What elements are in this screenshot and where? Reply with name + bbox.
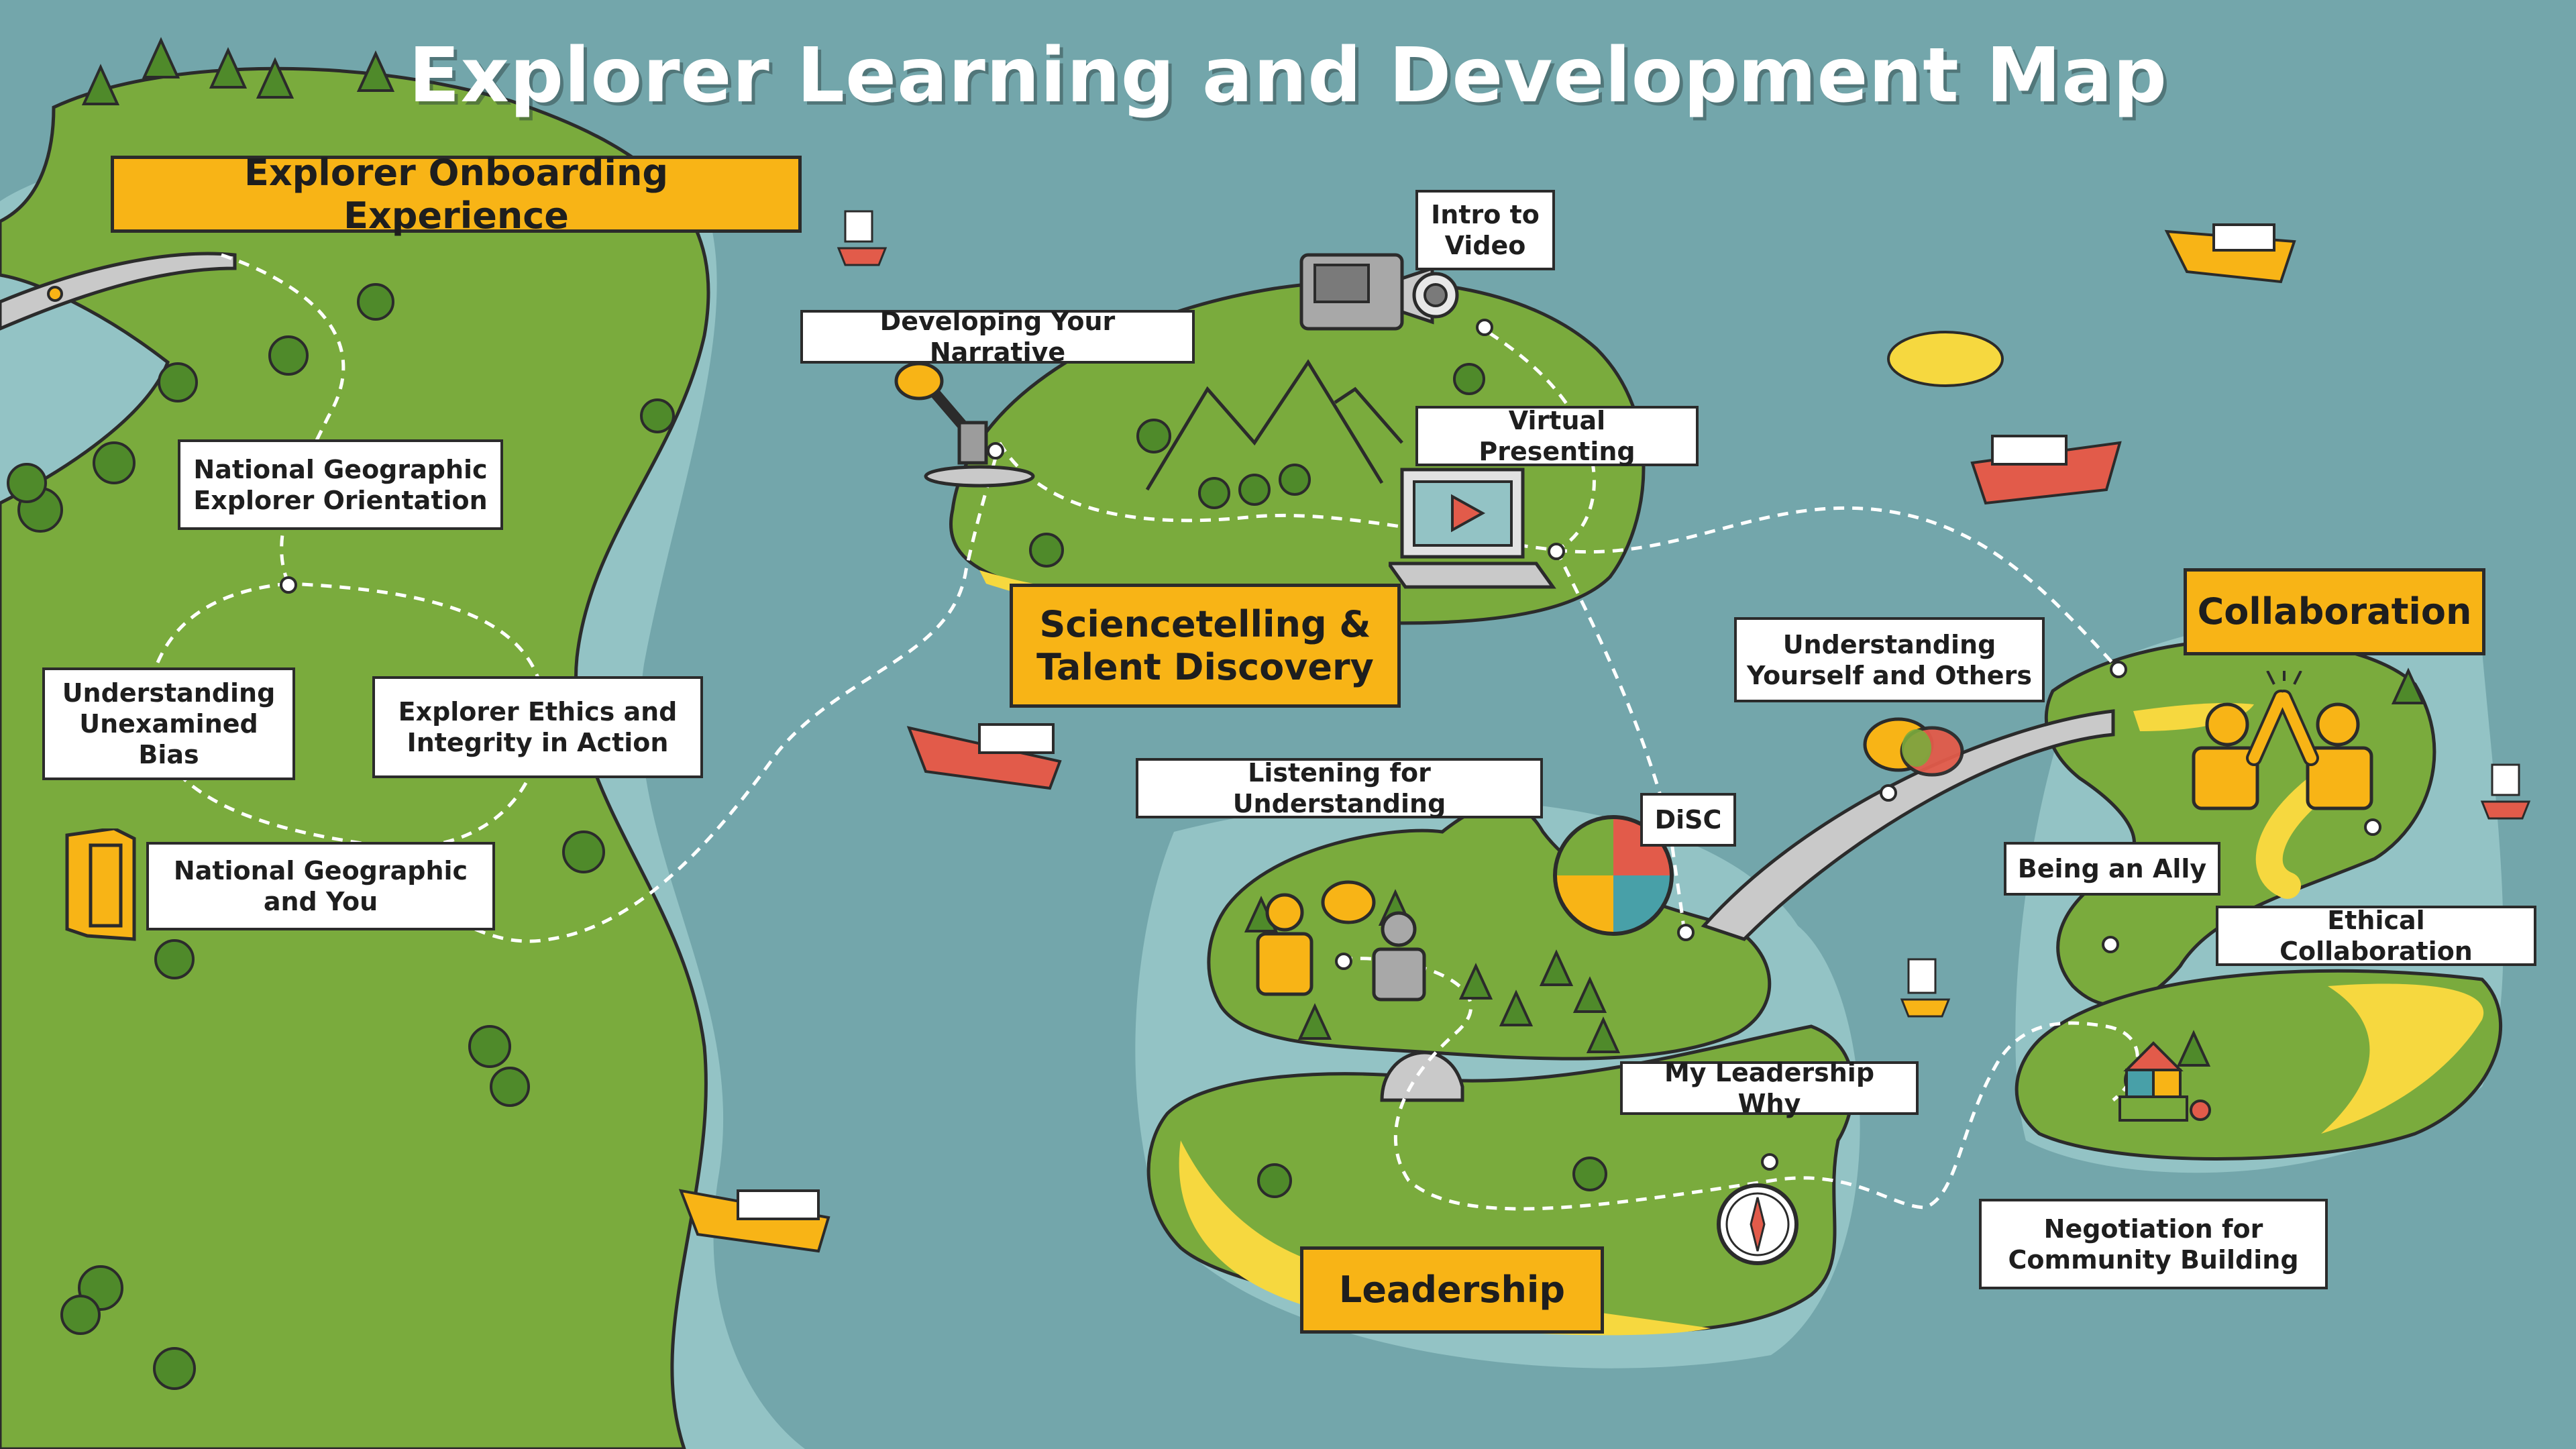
disc-pie-icon	[1550, 812, 1677, 939]
module-orientation[interactable]: National Geographic Explorer Orientation	[178, 439, 503, 530]
module-intro-video[interactable]: Intro to Video	[1415, 190, 1555, 270]
listening-people-icon	[1248, 879, 1436, 1006]
building-blocks-icon	[2113, 1040, 2214, 1127]
module-virtual-presenting[interactable]: Virtual Presenting	[1415, 406, 1699, 466]
module-narrative[interactable]: Developing Your Narrative	[800, 307, 1195, 367]
onboarding-island	[0, 66, 710, 1449]
microphone-icon	[892, 356, 1046, 490]
module-understanding-others[interactable]: Understanding Yourself and Others	[1734, 617, 2045, 702]
mountains	[1145, 359, 1403, 491]
boats	[678, 223, 2296, 1253]
high-five-people-icon	[2174, 667, 2395, 825]
zone-leadership[interactable]: Leadership	[1300, 1246, 1604, 1334]
book-icon	[60, 826, 141, 943]
laptop-play-icon	[1385, 463, 1556, 597]
zone-onboarding[interactable]: Explorer Onboarding Experience	[111, 152, 802, 237]
palm-island	[1887, 331, 2004, 387]
module-natgeo-you[interactable]: National Geographic and You	[146, 842, 495, 930]
module-disc[interactable]: DiSC	[1640, 793, 1736, 847]
compass-icon	[1714, 1181, 1801, 1268]
pine-trees	[81, 37, 2426, 1067]
module-ethics[interactable]: Explorer Ethics and Integrity in Action	[372, 676, 703, 778]
module-bias[interactable]: Understanding Unexamined Bias	[42, 667, 295, 780]
collaboration-sand	[2321, 983, 2484, 1134]
bridge-right	[1701, 709, 2115, 941]
sailboats	[837, 210, 2531, 1018]
bridge-left	[0, 252, 237, 331]
module-listening[interactable]: Listening for Understanding	[1136, 758, 1543, 818]
module-negotiation[interactable]: Negotiation for Community Building	[1979, 1199, 2328, 1289]
module-ally[interactable]: Being an Ally	[2004, 842, 2220, 896]
speech-bubbles-icon	[1862, 711, 1969, 798]
zone-sciencetelling[interactable]: Sciencetelling & Talent Discovery	[1010, 584, 1401, 708]
tunnel	[1380, 1051, 1464, 1102]
collaboration-path-sand	[2255, 771, 2334, 899]
zone-collaboration[interactable]: Collaboration	[2184, 568, 2485, 655]
page-title: Explorer Learning and Development Map	[409, 32, 2167, 119]
module-leadership-why[interactable]: My Leadership Why	[1620, 1058, 1919, 1118]
module-ethical-collab[interactable]: Ethical Collaboration	[2216, 906, 2536, 966]
trees	[7, 283, 2156, 1390]
video-camera-icon	[1288, 241, 1462, 349]
leadership-top-island	[1207, 802, 1772, 1061]
